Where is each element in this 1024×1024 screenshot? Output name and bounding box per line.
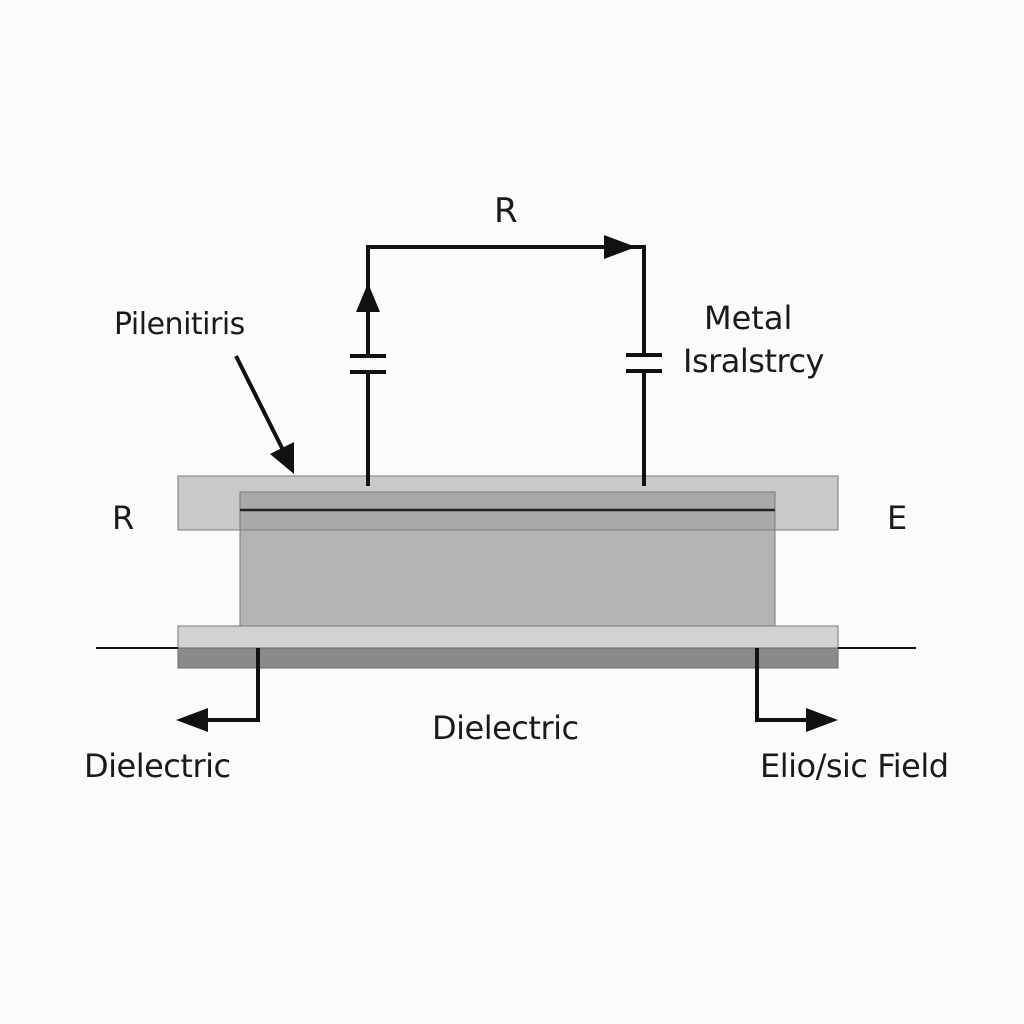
left-up-arrow <box>356 283 380 312</box>
label-r-left: R <box>112 499 135 537</box>
label-pilenitiris: Pilenitiris <box>114 307 245 342</box>
pointer-arrowhead <box>270 442 294 474</box>
base-strip <box>177 647 839 669</box>
label-e-right: E <box>887 499 908 537</box>
label-metal: Metal <box>704 299 793 337</box>
label-isralstrcy: Isralstrcy <box>683 342 824 380</box>
right-lead-arrowhead <box>806 708 838 732</box>
pointer-line <box>234 355 286 453</box>
label-dielectric-left: Dielectric <box>84 747 231 785</box>
label-dielectric-center: Dielectric <box>432 709 579 747</box>
top-right-arrow <box>604 235 636 259</box>
label-field: Elio/sic Field <box>760 747 949 785</box>
bottom-plate <box>177 625 839 649</box>
label-r-top: R <box>494 191 518 231</box>
left-lead-arrowhead <box>176 708 208 732</box>
